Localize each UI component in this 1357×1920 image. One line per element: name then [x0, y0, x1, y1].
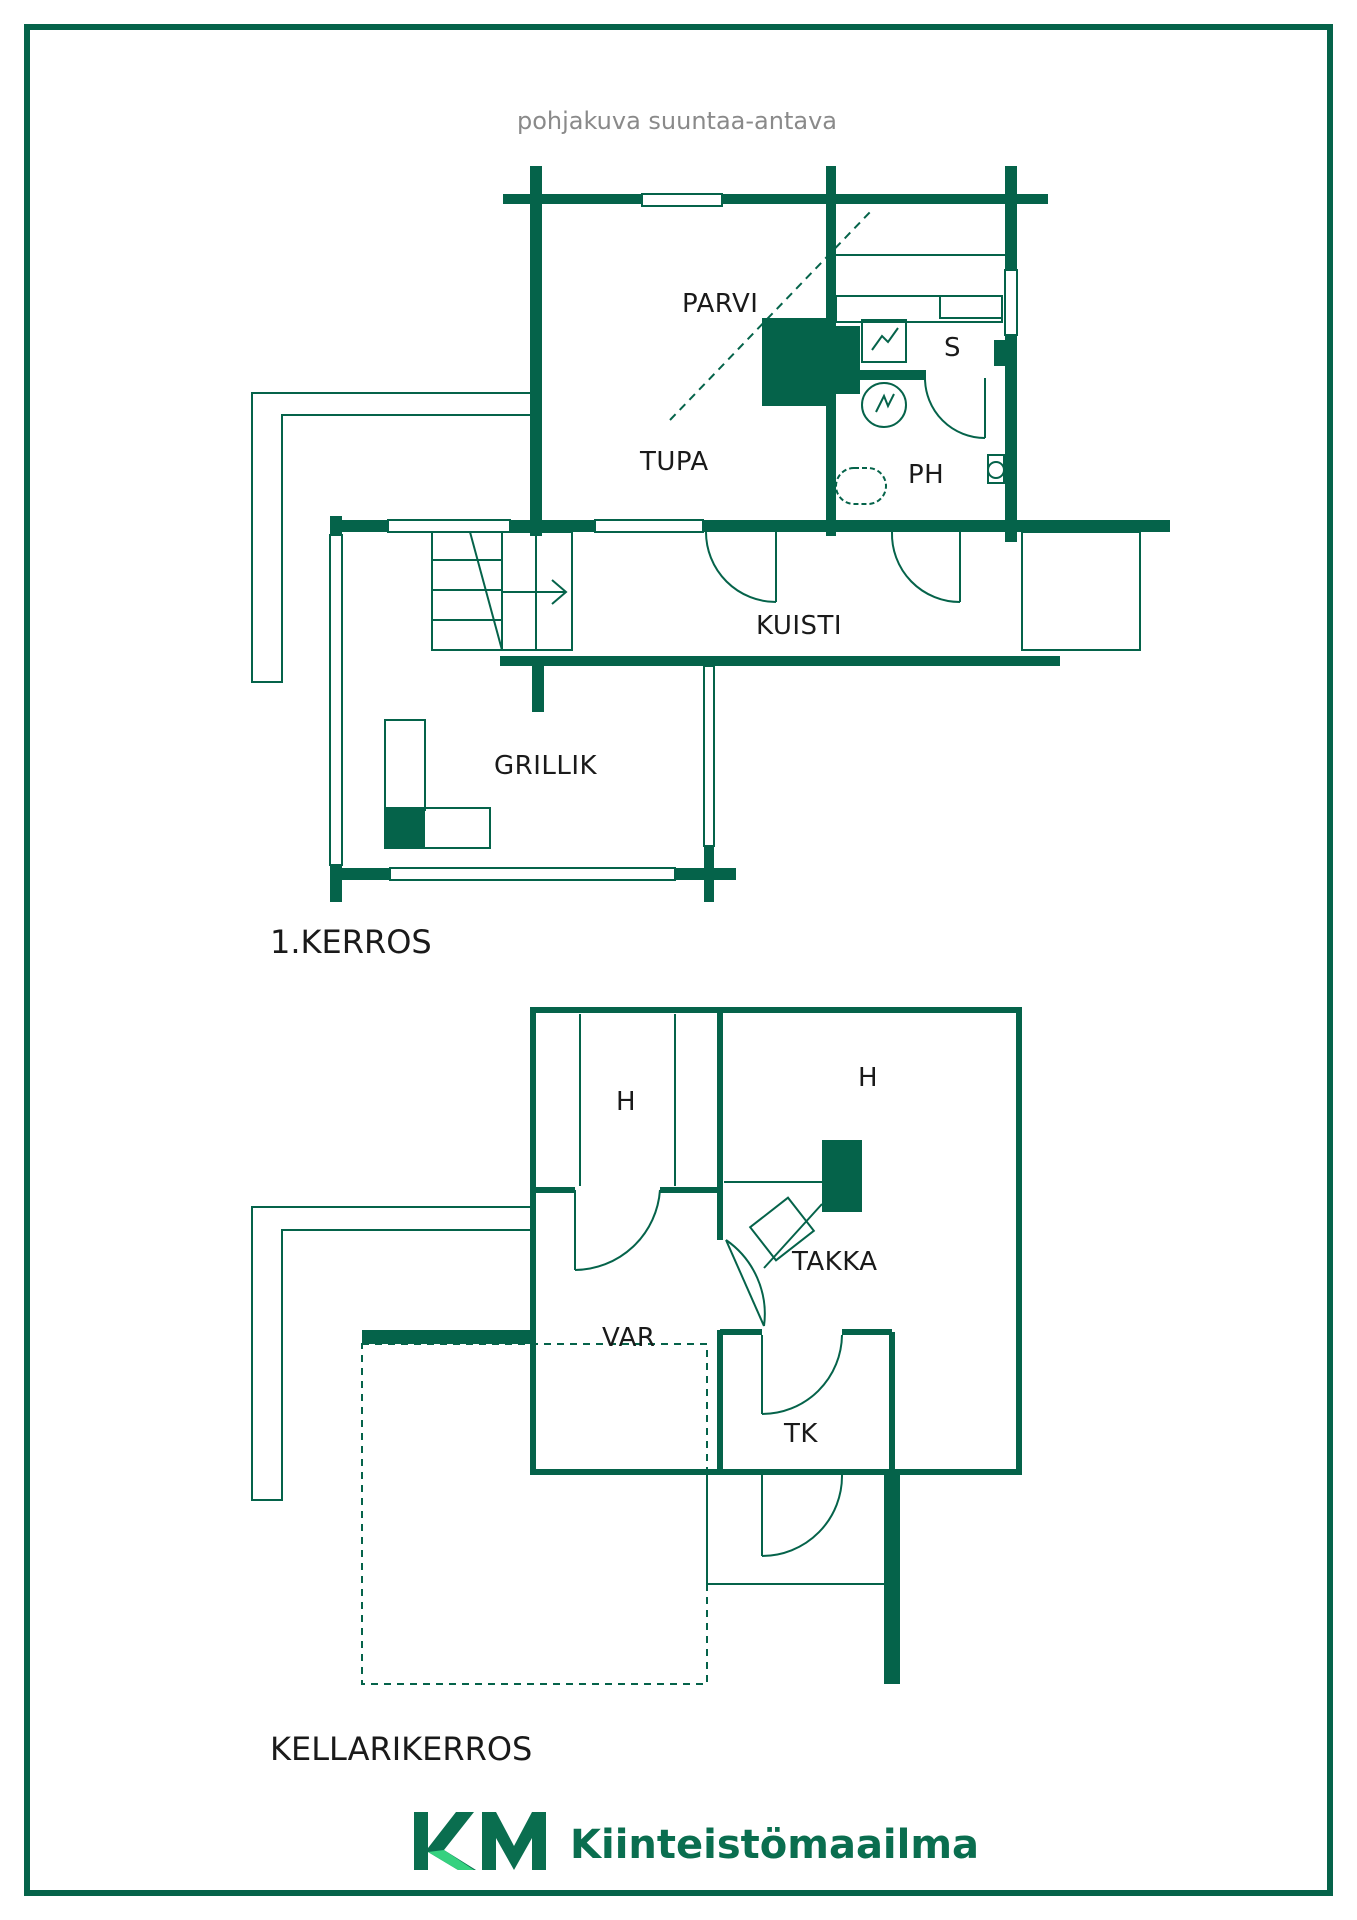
- room-label-var: VAR: [602, 1323, 655, 1353]
- room-label-tupa: TUPA: [639, 447, 709, 477]
- room-label-kuisti: KUISTI: [756, 611, 842, 641]
- floor1-title: 1.KERROS: [270, 923, 432, 961]
- km-logo: Kiinteistömaailma: [414, 1812, 979, 1870]
- basement-heavy: [362, 1140, 900, 1684]
- disclaimer-note: pohjakuva suuntaa-antava: [517, 107, 837, 135]
- room-label-takka: TAKKA: [791, 1247, 878, 1277]
- floor1-plan: PARVI TUPA S PH KUISTI GRILLIK: [251, 166, 1170, 902]
- basement-title: KELLARIKERROS: [270, 1730, 532, 1768]
- room-label-h2: H: [858, 1063, 878, 1093]
- room-label-ph: PH: [908, 460, 944, 490]
- basement-fixtures: [251, 1014, 884, 1685]
- floor1-walls: [330, 166, 1170, 902]
- floor1-fixtures: [251, 193, 1141, 881]
- room-label-parvi: PARVI: [682, 289, 758, 319]
- room-label-s: S: [944, 333, 961, 363]
- basement-walls: [530, 1007, 1022, 1475]
- km-logo-mark: [414, 1812, 546, 1870]
- room-label-grillik: GRILLIK: [494, 751, 598, 781]
- page-frame: [24, 24, 1333, 1896]
- room-label-h1: H: [616, 1087, 636, 1117]
- room-label-tk: TK: [783, 1419, 818, 1449]
- basement-plan: H H TAKKA VAR TK: [251, 1007, 1022, 1685]
- km-logo-name: Kiinteistömaailma: [570, 1822, 979, 1868]
